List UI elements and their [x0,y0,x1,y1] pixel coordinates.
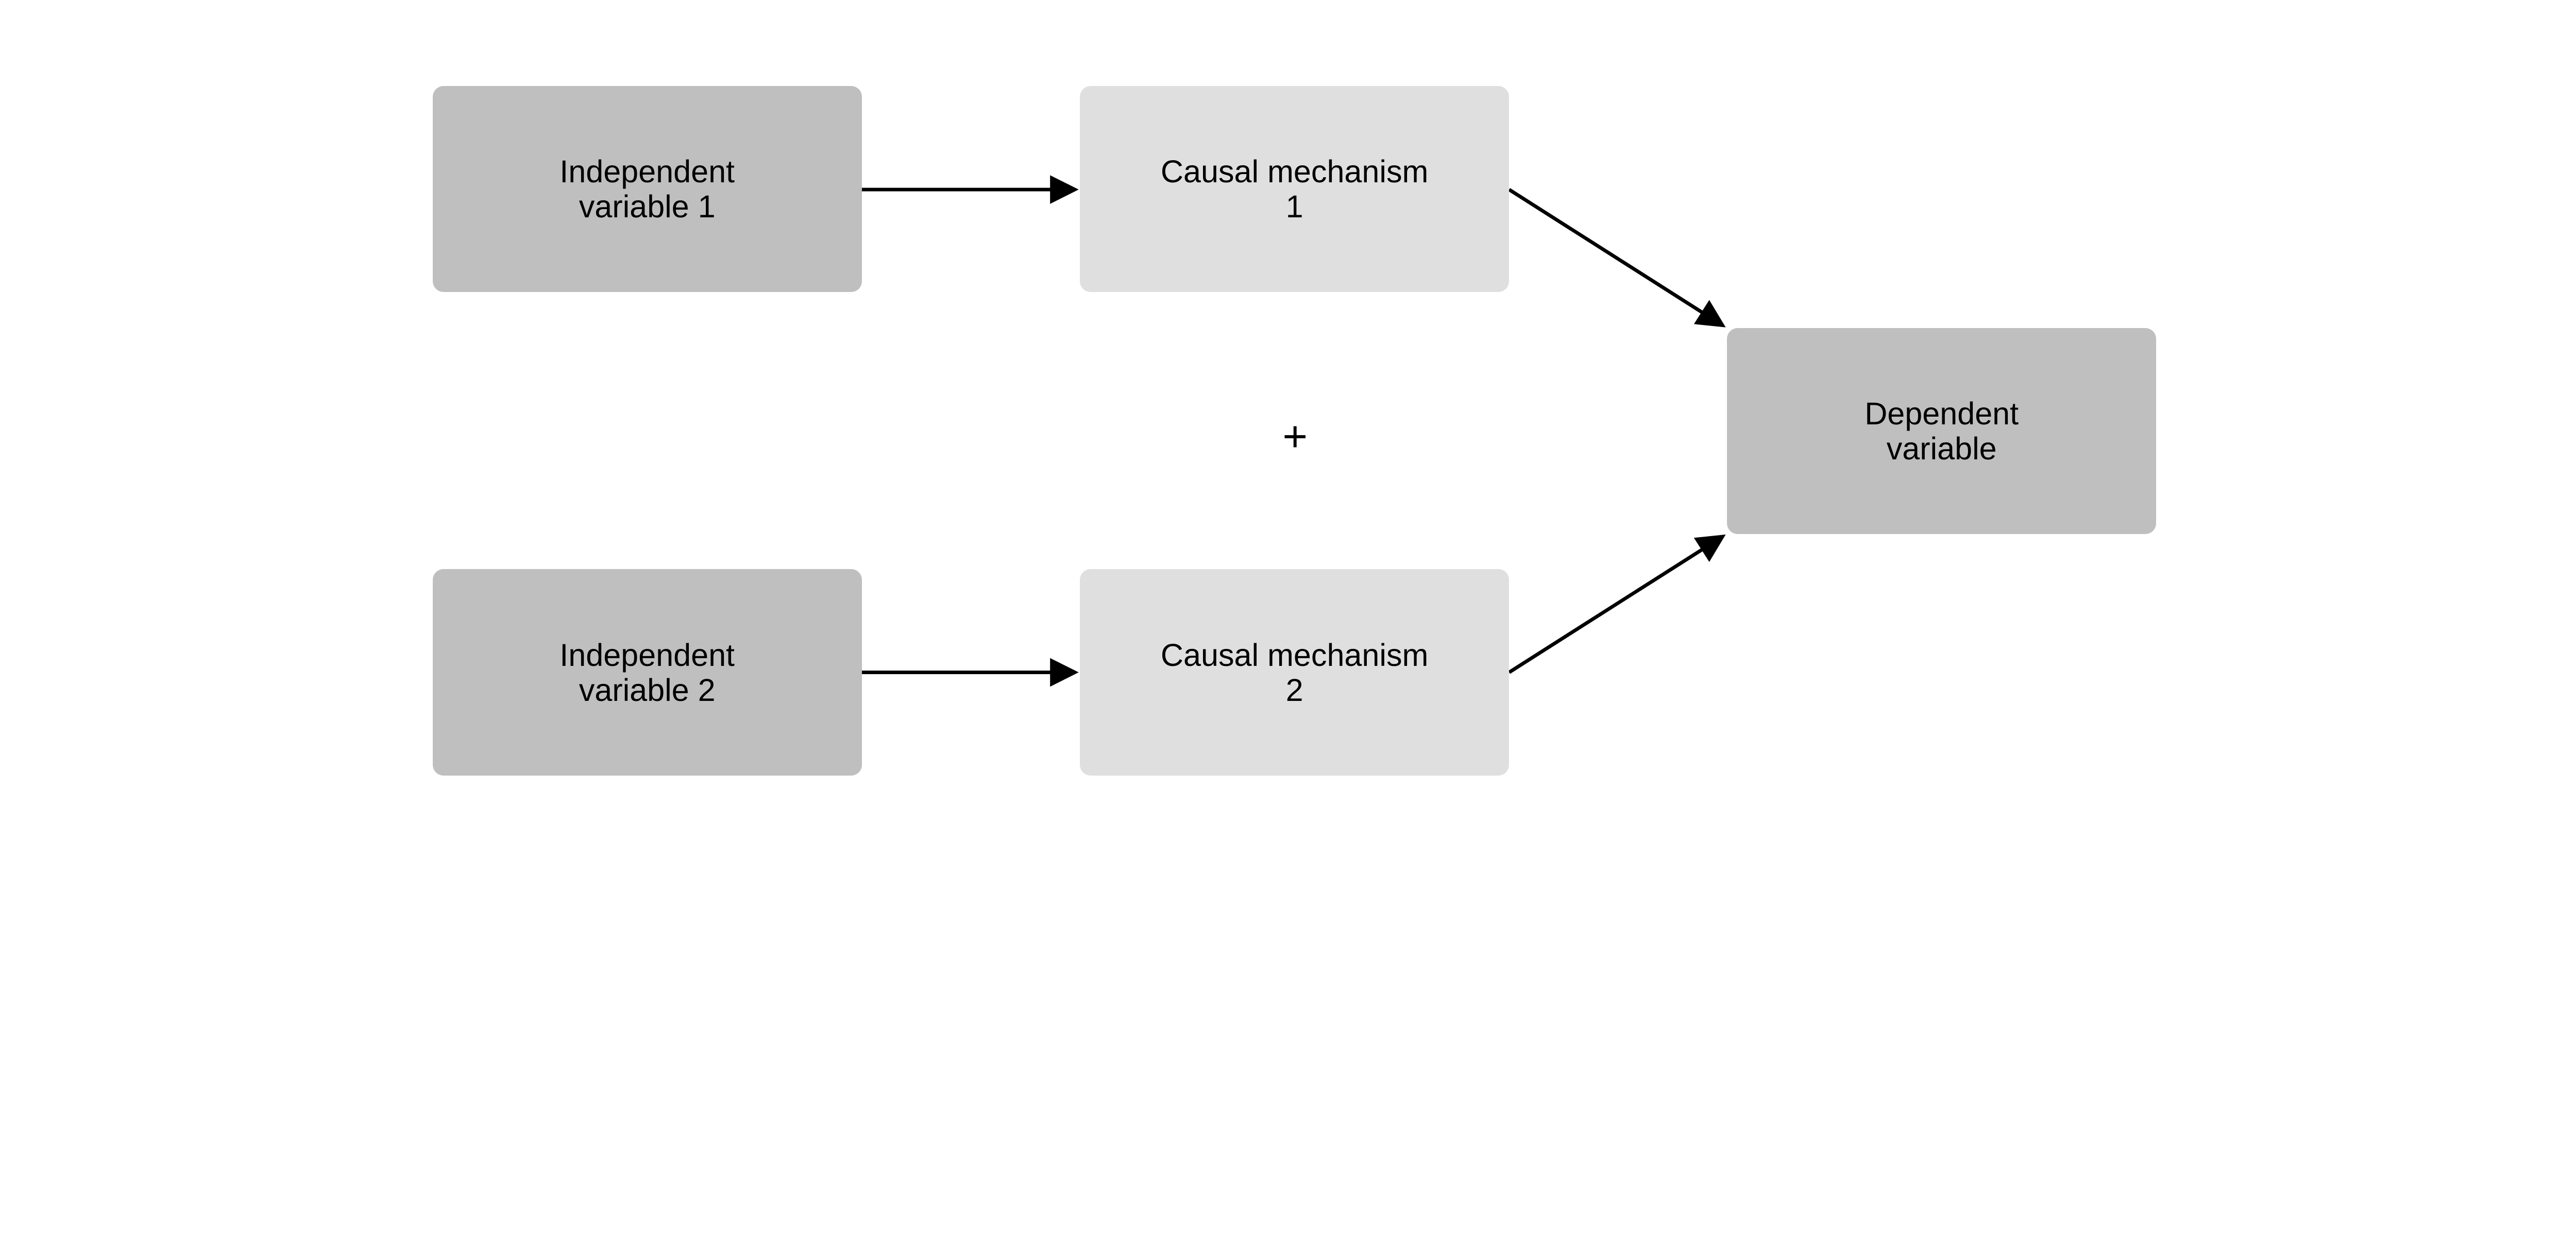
node-causal-mechanism-1: Causal mechanism 1 [1079,85,1510,293]
arrow-cm1-to-dv [1508,188,1726,328]
node-label-line1: Independent [560,153,735,189]
node-label-line2: 2 [1285,672,1303,708]
plus-operator: + [1282,412,1308,460]
node-label-line1: Causal mechanism [1160,153,1429,189]
node-independent-variable-1: Independent variable 1 [432,85,862,293]
node-label-line1: Independent [560,637,735,673]
node-label-line1: Dependent [1865,396,2019,432]
arrows-layer [861,175,1726,687]
diagram-canvas: Independent variable 1 Causal mechanism … [432,85,2157,776]
node-label-line2: variable 1 [579,188,716,224]
node-label-line2: variable [1886,431,1997,467]
arrow-cm2-to-dv [1508,534,1726,674]
node-causal-mechanism-2: Causal mechanism 2 [1079,569,1510,776]
node-dependent-variable: Dependent variable [1727,328,2157,535]
node-independent-variable-2: Independent variable 2 [432,569,862,776]
node-label-line2: 1 [1285,188,1303,224]
node-label-line1: Causal mechanism [1160,637,1429,673]
node-label-line2: variable 2 [579,672,716,708]
